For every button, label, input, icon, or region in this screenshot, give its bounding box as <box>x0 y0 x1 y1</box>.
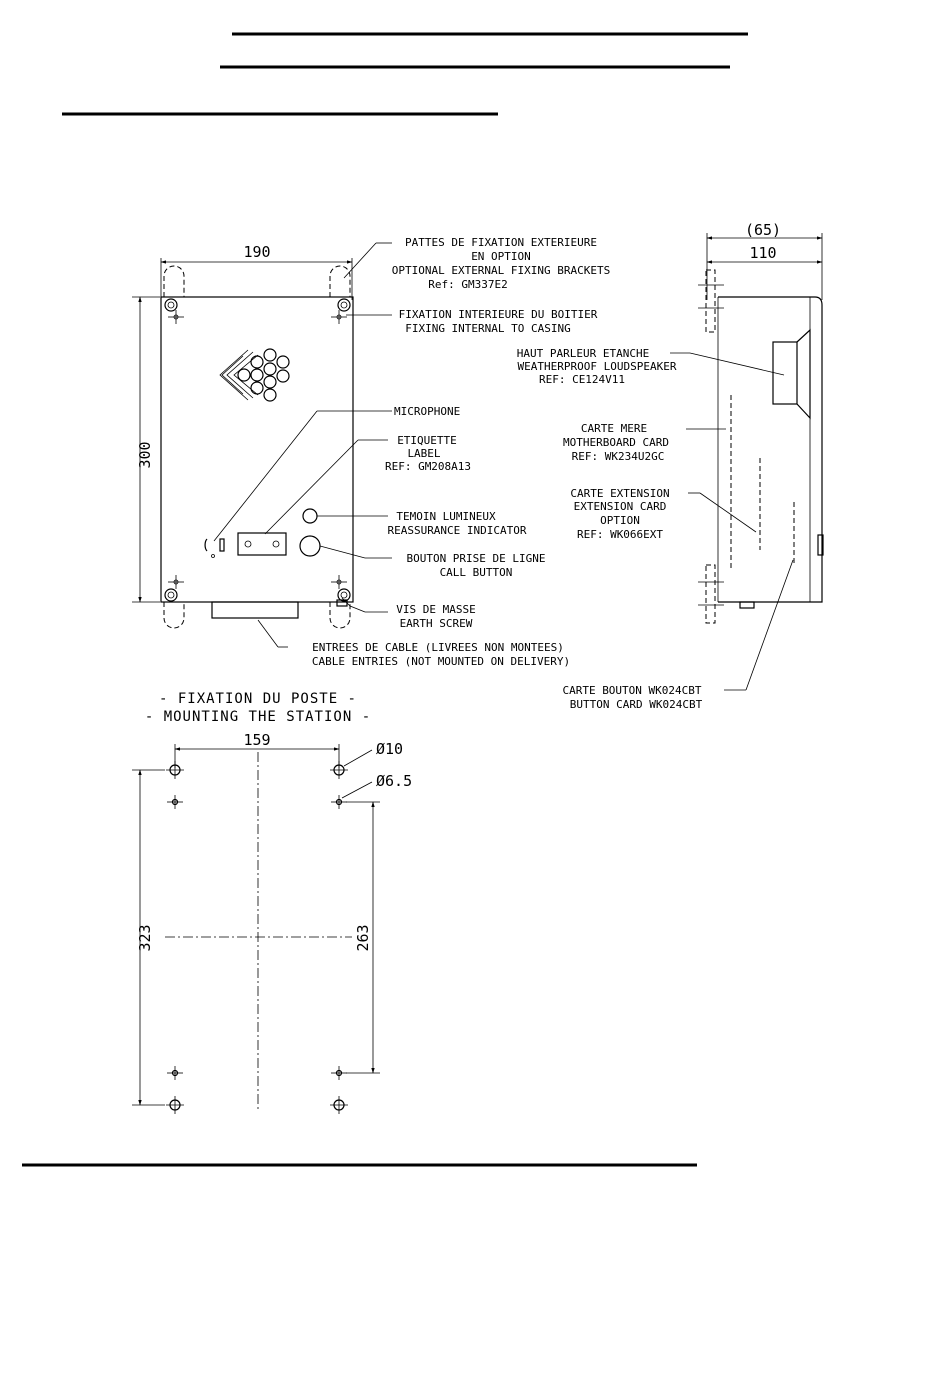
svg-text:REF: CE124V11: REF: CE124V11 <box>539 373 625 386</box>
svg-text:ETIQUETTE: ETIQUETTE <box>397 434 457 447</box>
svg-text:EXTENSION CARD: EXTENSION CARD <box>574 500 667 513</box>
callout-microphone: MICROPHONE <box>394 405 460 418</box>
side-bracket-top <box>705 269 716 333</box>
svg-text:CABLE ENTRIES (NOT MOUNTED ON: CABLE ENTRIES (NOT MOUNTED ON DELIVERY) <box>312 655 570 668</box>
side-depth-dimension: 110 <box>749 244 776 262</box>
corner-screw-bottom-right <box>331 575 351 602</box>
microphone <box>204 538 225 558</box>
callout-internal-fixing: FIXATION INTERIEURE DU BOITIER FIXING IN… <box>399 308 598 335</box>
small-hole-diameter: Ø6.5 <box>376 772 412 790</box>
svg-text:HAUT PARLEUR ETANCHE: HAUT PARLEUR ETANCHE <box>517 347 649 360</box>
svg-text:REF: GM208A13: REF: GM208A13 <box>385 460 471 473</box>
callout-motherboard: CARTE MERE MOTHERBOARD CARD REF: WK234U2… <box>563 422 669 463</box>
svg-text:LABEL: LABEL <box>407 447 440 460</box>
svg-text:FIXATION INTERIEURE DU BOITIER: FIXATION INTERIEURE DU BOITIER <box>399 308 598 321</box>
corner-screw-top-left <box>164 298 184 324</box>
svg-text:CARTE MERE: CARTE MERE <box>581 422 647 435</box>
outer-height-dimension: 323 <box>136 924 154 951</box>
svg-text:CARTE EXTENSION: CARTE EXTENSION <box>570 487 669 500</box>
mounting-hole-large-top-left <box>166 761 184 779</box>
svg-text:EARTH SCREW: EARTH SCREW <box>400 617 473 630</box>
svg-text:OPTIONAL EXTERNAL FIXING BRACK: OPTIONAL EXTERNAL FIXING BRACKETS <box>392 264 611 277</box>
mounting-title-fr: - FIXATION DU POSTE - <box>159 691 357 707</box>
bracket-top-left <box>163 265 185 297</box>
mounting-hole-large-bottom-left <box>166 1096 184 1114</box>
callout-indicator: TEMOIN LUMINEUX REASSURANCE INDICATOR <box>387 510 526 537</box>
side-casing <box>718 296 823 603</box>
side-loudspeaker <box>772 328 811 420</box>
call-button <box>299 535 321 557</box>
cable-entries <box>211 601 299 619</box>
svg-text:CARTE BOUTON WK024CBT: CARTE BOUTON WK024CBT <box>562 684 701 697</box>
corner-screw-bottom-left <box>164 575 184 602</box>
svg-text:REF: WK066EXT: REF: WK066EXT <box>577 528 663 541</box>
bracket-bottom-left <box>163 602 185 629</box>
callout-extension: CARTE EXTENSION EXTENSION CARD OPTION RE… <box>570 487 669 541</box>
svg-text:PATTES DE FIXATION EXTERIEURE: PATTES DE FIXATION EXTERIEURE <box>405 236 597 249</box>
svg-text:CALL BUTTON: CALL BUTTON <box>440 566 513 579</box>
svg-text:BOUTON PRISE DE LIGNE: BOUTON PRISE DE LIGNE <box>406 552 545 565</box>
label-plate <box>237 532 287 556</box>
callout-cable-entries: ENTREES DE CABLE (LIVREES NON MONTEES) C… <box>312 641 570 668</box>
mounting-hole-large-top-right <box>330 761 348 779</box>
reassurance-indicator <box>302 508 318 524</box>
svg-text:REASSURANCE INDICATOR: REASSURANCE INDICATOR <box>387 524 526 537</box>
svg-text:VIS DE MASSE: VIS DE MASSE <box>396 603 475 616</box>
callout-loudspeaker: HAUT PARLEUR ETANCHE WEATHERPROOF LOUDSP… <box>517 347 677 386</box>
mounting-template: - FIXATION DU POSTE - - MOUNTING THE STA… <box>132 691 412 1114</box>
front-casing <box>160 296 354 603</box>
svg-text:TEMOIN LUMINEUX: TEMOIN LUMINEUX <box>396 510 496 523</box>
callout-button-card: CARTE BOUTON WK024CBT BUTTON CARD WK024C… <box>562 684 702 711</box>
svg-text:ENTREES DE CABLE (LIVREES NON: ENTREES DE CABLE (LIVREES NON MONTEES) <box>312 641 564 654</box>
mounting-hole-small-bottom-left <box>167 1066 183 1080</box>
callout-call-button: BOUTON PRISE DE LIGNE CALL BUTTON <box>406 552 545 579</box>
mounting-hole-small-top-right <box>331 795 347 809</box>
svg-text:REF: WK234U2GC: REF: WK234U2GC <box>572 450 665 463</box>
speaker-grille <box>219 348 290 402</box>
front-height-dimension: 300 <box>136 441 154 468</box>
mounting-title-en: - MOUNTING THE STATION - <box>145 709 371 725</box>
hole-spacing-dimension: 159 <box>243 731 270 749</box>
bracket-bottom-right <box>329 602 351 629</box>
svg-text:MOTHERBOARD CARD: MOTHERBOARD CARD <box>563 436 669 449</box>
earth-screw <box>336 597 351 607</box>
mounting-hole-small-top-left <box>167 795 183 809</box>
large-hole-diameter: Ø10 <box>376 740 403 758</box>
side-depth-reference: (65) <box>745 221 781 239</box>
inner-height-dimension: 263 <box>354 924 372 951</box>
front-width-dimension: 190 <box>243 243 270 261</box>
callout-label: ETIQUETTE LABEL REF: GM208A13 <box>385 434 471 473</box>
svg-text:BUTTON CARD WK024CBT: BUTTON CARD WK024CBT <box>570 698 703 711</box>
callout-earth-screw: VIS DE MASSE EARTH SCREW <box>396 603 475 630</box>
side-view: (65) 110 HAUT <box>517 221 824 711</box>
corner-screw-top-right <box>331 298 351 324</box>
side-bracket-bottom <box>705 564 716 624</box>
svg-text:WEATHERPROOF LOUDSPEAKER: WEATHERPROOF LOUDSPEAKER <box>518 360 677 373</box>
svg-text:EN OPTION: EN OPTION <box>471 250 531 263</box>
svg-text:FIXING INTERNAL TO CASING: FIXING INTERNAL TO CASING <box>405 322 571 335</box>
callout-external-brackets: PATTES DE FIXATION EXTERIEURE EN OPTION … <box>392 236 611 291</box>
mounting-hole-small-bottom-right <box>331 1066 347 1080</box>
front-view: 190 300 <box>132 236 610 668</box>
svg-text:Ref: GM337E2: Ref: GM337E2 <box>428 278 507 291</box>
mounting-hole-large-bottom-right <box>330 1096 348 1114</box>
svg-text:OPTION: OPTION <box>600 514 640 527</box>
bracket-top-right <box>329 265 351 297</box>
